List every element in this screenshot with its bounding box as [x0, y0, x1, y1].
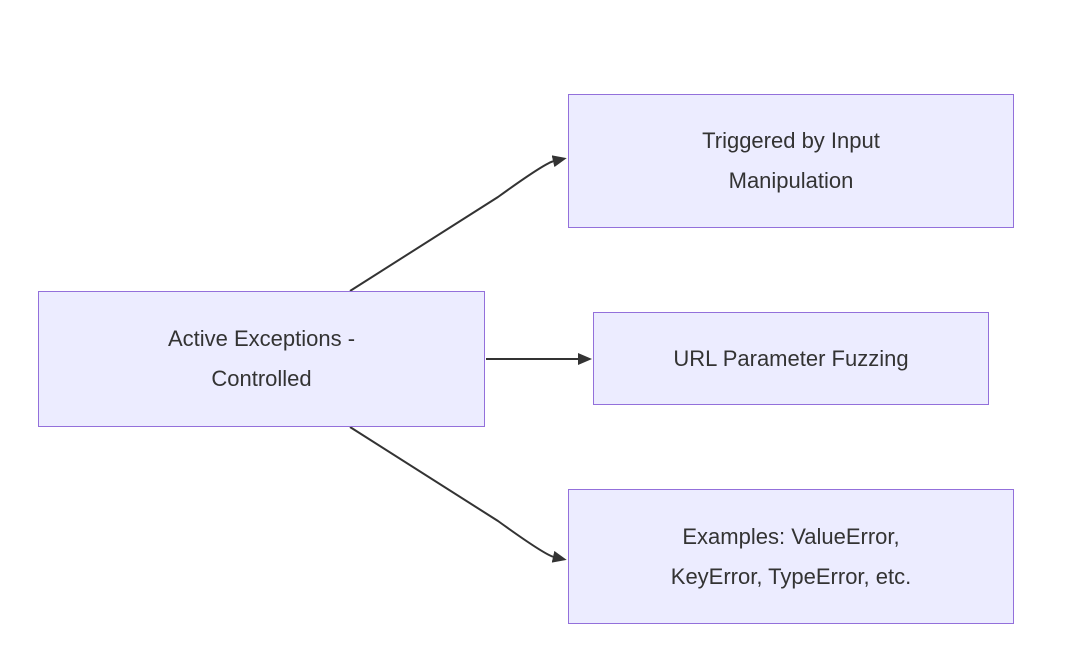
- edge-root-to-examples: [349, 426, 567, 563]
- edge-root-to-input-manipulation: [349, 155, 567, 292]
- node-label-line: Triggered by Input: [702, 128, 880, 153]
- node-label-line: URL Parameter Fuzzing: [673, 345, 909, 371]
- node-triggered-by-input-manipulation: Triggered by Input Manipulation: [568, 94, 1014, 228]
- node-examples-valueerror: Examples: ValueError, KeyError, TypeErro…: [568, 489, 1014, 624]
- node-label-line: Examples: ValueError,: [682, 523, 900, 549]
- node-label-line: Controlled: [211, 366, 312, 391]
- node-label-line: KeyError, TypeError, etc.: [670, 563, 912, 589]
- node-active-exceptions-controlled: Active Exceptions - Controlled: [38, 291, 485, 427]
- node-label-line: Manipulation: [728, 168, 854, 193]
- node-url-parameter-fuzzing: URL Parameter Fuzzing: [593, 312, 989, 405]
- node-label-line: Active Exceptions -: [167, 326, 356, 351]
